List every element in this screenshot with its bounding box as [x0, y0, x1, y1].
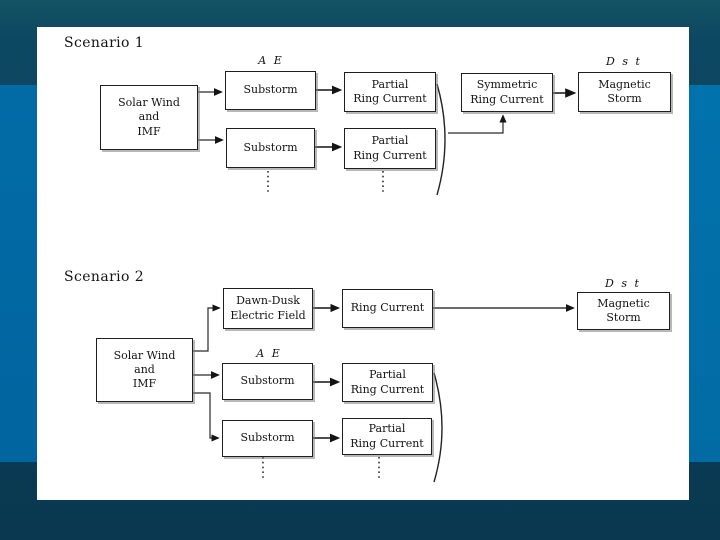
- node-substorm-bottom-s2: Substorm: [222, 420, 313, 457]
- scenario1-title: Scenario 1: [64, 35, 145, 51]
- brace-partial-ring-currents-s1: [436, 83, 446, 196]
- node-substorm-top-s1: Substorm: [225, 71, 316, 110]
- scenario1-dst-annotation: D s t: [606, 55, 642, 68]
- right-accent-strip: [689, 85, 720, 462]
- slide-content-area: Scenario 1 A E D s t Solar Wind and IMF …: [37, 27, 689, 500]
- arrow-brace-to-symmetric: [448, 114, 507, 134]
- node-magnetic-storm-s1: Magnetic Storm: [578, 72, 671, 112]
- node-partial-ring-current-top-s1: Partial Ring Current: [344, 72, 436, 112]
- node-partial-ring-current-bottom-s2: Partial Ring Current: [342, 418, 432, 455]
- node-magnetic-storm-s2: Magnetic Storm: [577, 292, 670, 330]
- node-solar-wind-s1: Solar Wind and IMF: [100, 85, 198, 150]
- scenario2-dst-annotation: D s t: [605, 277, 641, 290]
- arrow-sw2-to-substorm2b: [193, 392, 220, 442]
- scenario1-ae-annotation: A E: [258, 54, 284, 67]
- node-substorm-top-s2: Substorm: [222, 363, 313, 400]
- node-partial-ring-current-bottom-s1: Partial Ring Current: [344, 128, 436, 169]
- node-solar-wind-s2: Solar Wind and IMF: [96, 338, 193, 402]
- left-accent-strip: [0, 85, 37, 462]
- scenario2-title: Scenario 2: [64, 269, 145, 285]
- arrow-sw2-to-dawn-dusk: [193, 304, 221, 352]
- node-dawn-dusk-electric-field-s2: Dawn-Dusk Electric Field: [223, 288, 313, 329]
- diagram-connectors: [193, 83, 577, 483]
- node-symmetric-ring-current-s1: Symmetric Ring Current: [461, 73, 553, 112]
- scenario2-ae-annotation: A E: [256, 347, 282, 360]
- node-partial-ring-current-top-s2: Partial Ring Current: [342, 363, 433, 402]
- node-ring-current-s2: Ring Current: [342, 289, 433, 328]
- brace-partial-ring-currents-s2: [433, 372, 443, 483]
- node-substorm-bottom-s1: Substorm: [226, 128, 315, 168]
